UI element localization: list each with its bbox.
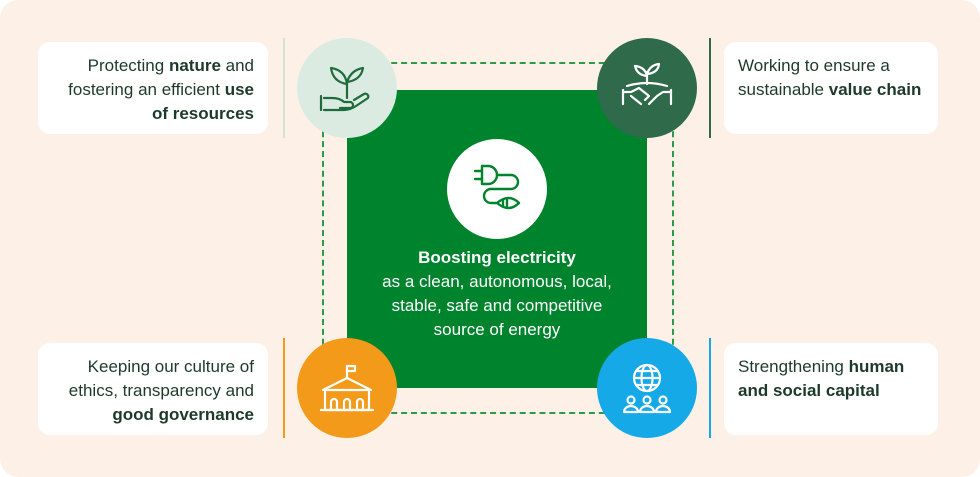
center-icon-circle <box>447 139 547 239</box>
divider-line <box>709 38 711 138</box>
pillar-card-value-chain: Working to ensure a sustainable value ch… <box>724 42 938 134</box>
pillar-text-bold: good governance <box>112 405 254 424</box>
divider-line <box>283 38 285 138</box>
center-text: Boosting electricity as a clean, autonom… <box>347 246 647 342</box>
center-title: Boosting electricity <box>418 248 576 267</box>
center-line: source of energy <box>433 320 561 339</box>
pillar-text-bold: nature <box>168 56 221 75</box>
pillar-text-bold: use of resources <box>151 80 254 123</box>
divider-line <box>709 338 711 438</box>
pillar-text: Working to ensure a sustainable <box>738 56 890 99</box>
institution-building-icon <box>297 338 397 438</box>
pillar-card-nature: Protecting nature and fostering an effic… <box>38 42 268 134</box>
pillar-text: Strengthening <box>738 357 849 376</box>
pillar-circle-governance <box>297 338 397 438</box>
hand-plant-icon <box>297 38 397 138</box>
pillar-circle-nature <box>297 38 397 138</box>
pillar-text-bold: value chain <box>828 80 922 99</box>
center-line: stable, safe and competitive <box>391 296 603 315</box>
plug-leaf-icon <box>473 164 521 210</box>
pillar-circle-human-capital <box>597 338 697 438</box>
handshake-plant-icon <box>597 38 697 138</box>
pillar-text: Keeping our culture of ethics, transpare… <box>68 357 254 400</box>
pillar-circle-value-chain <box>597 38 697 138</box>
pillar-card-human-capital: Strengthening human and social capital <box>724 343 938 435</box>
center-line: as a clean, autonomous, local, <box>382 272 612 291</box>
dashed-connector-frame <box>322 62 674 414</box>
pillar-text: and fostering an efficient <box>68 56 254 99</box>
divider-line <box>283 338 285 438</box>
pillar-card-governance: Keeping our culture of ethics, transpare… <box>38 343 268 435</box>
globe-people-icon <box>597 338 697 438</box>
pillar-text: Protecting <box>87 56 169 75</box>
pillar-text-bold: human and social capital <box>738 357 905 400</box>
